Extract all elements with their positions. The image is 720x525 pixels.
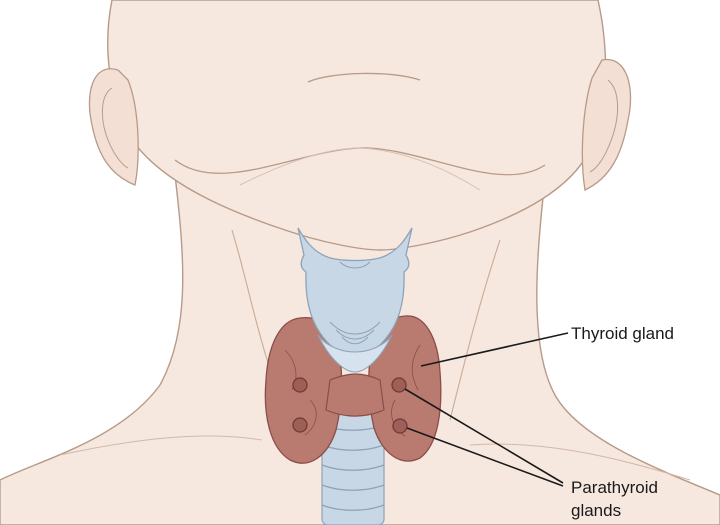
parathyroid-glands-label-line2: glands <box>571 501 621 520</box>
parathyroid-lower-left <box>293 418 307 432</box>
parathyroid-upper-right <box>392 378 406 392</box>
thyroid-isthmus <box>326 374 384 416</box>
thyroid-gland-label: Thyroid gland <box>571 324 674 343</box>
parathyroid-glands-label-line1: Parathyroid <box>571 478 658 497</box>
parathyroid-upper-left <box>293 378 307 392</box>
left-ear <box>89 69 138 185</box>
parathyroid-lower-right <box>393 419 407 433</box>
